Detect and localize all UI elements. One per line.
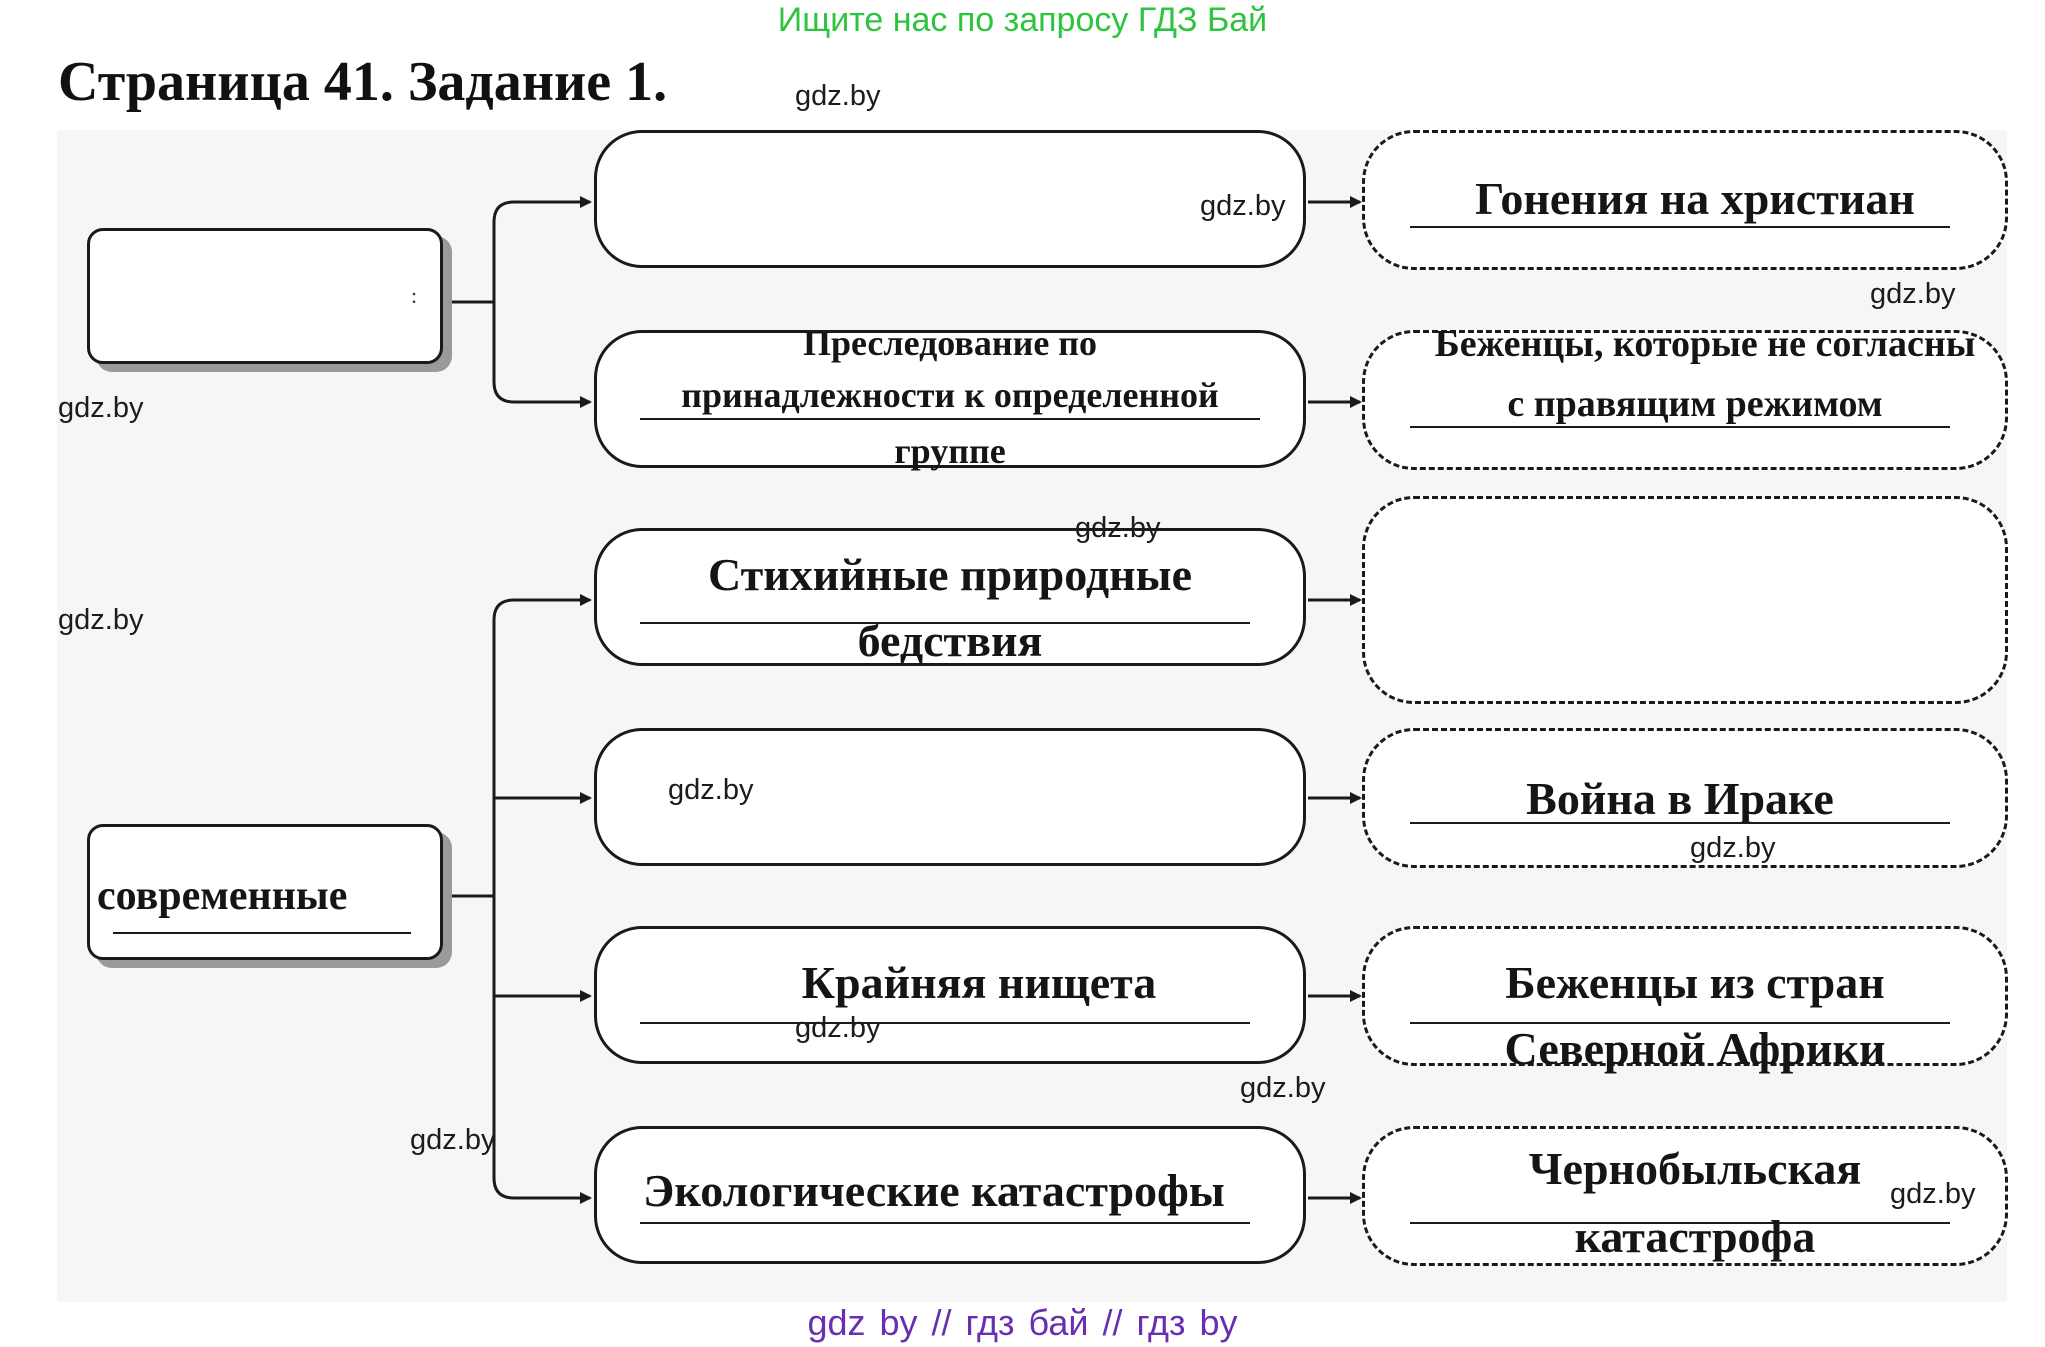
watermark: gdz.by bbox=[668, 774, 754, 806]
cause-box-4[interactable] bbox=[594, 728, 1306, 866]
example-text-2-line1: Беженцы, которые не согласны bbox=[1434, 323, 1976, 365]
source-box-top[interactable]: : bbox=[87, 228, 443, 364]
watermark: gdz.by bbox=[795, 80, 881, 112]
example-underline-5 bbox=[1410, 1022, 1950, 1024]
watermark: gdz.by bbox=[1890, 1178, 1976, 1210]
page-title: Страница 41. Задание 1. bbox=[58, 51, 668, 113]
cause-box-3[interactable] bbox=[594, 528, 1306, 666]
watermark: gdz.by bbox=[1200, 190, 1286, 222]
example-text-6-line1: Чернобыльская bbox=[1528, 1143, 1862, 1194]
cause-box-2[interactable] bbox=[594, 330, 1306, 468]
cause-underline-3 bbox=[640, 622, 1250, 624]
example-box-4[interactable] bbox=[1362, 728, 2008, 868]
example-text-4: Война в Ираке bbox=[1526, 773, 1834, 824]
cause-text-2-line3: группе bbox=[894, 431, 1006, 471]
watermark: gdz.by bbox=[1870, 278, 1956, 310]
watermark: gdz.by bbox=[1075, 512, 1161, 544]
example-text-2-line2: с правящим режимом bbox=[1507, 383, 1883, 425]
cause-box-5[interactable] bbox=[594, 926, 1306, 1064]
footer-links[interactable]: gdz by // гдз бай // гдз by bbox=[807, 1302, 1238, 1343]
watermark: gdz.by bbox=[58, 392, 144, 424]
example-box-6[interactable] bbox=[1362, 1126, 2008, 1266]
example-text-1: Гонения на христиан bbox=[1475, 173, 1915, 224]
cause-text-2-line1: Преследование по bbox=[802, 323, 1098, 363]
cause-underline-2 bbox=[640, 418, 1260, 420]
example-underline-1 bbox=[1410, 226, 1950, 228]
cause-text-6: Экологические катастрофы bbox=[643, 1165, 1225, 1216]
source-box-top-mark: : bbox=[411, 283, 418, 308]
cause-box-6[interactable] bbox=[594, 1126, 1306, 1264]
search-banner[interactable]: Ищите нас по запросу ГДЗ Бай bbox=[777, 1, 1268, 39]
cause-text-3-line2: бедствия bbox=[857, 615, 1043, 666]
cause-text-3-line1: Стихийные природные bbox=[707, 549, 1192, 600]
source-box-modern[interactable] bbox=[87, 824, 443, 960]
example-underline-6 bbox=[1410, 1222, 1950, 1224]
watermark: gdz.by bbox=[1690, 832, 1776, 864]
watermark: gdz.by bbox=[795, 1012, 881, 1044]
example-text-5-line1: Беженцы из стран bbox=[1505, 957, 1885, 1008]
example-box-1[interactable] bbox=[1362, 130, 2008, 270]
example-box-5[interactable] bbox=[1362, 926, 2008, 1066]
cause-text-2-line2: принадлежности к определенной bbox=[681, 375, 1219, 415]
example-box-3[interactable] bbox=[1362, 496, 2008, 704]
example-box-2[interactable] bbox=[1362, 330, 2008, 470]
watermark: gdz.by bbox=[58, 604, 144, 636]
cause-underline-5 bbox=[640, 1022, 1250, 1024]
cause-text-5: Крайняя нищета bbox=[801, 957, 1157, 1008]
example-text-6-line2: катастрофа bbox=[1574, 1211, 1816, 1262]
watermark: gdz.by bbox=[410, 1124, 496, 1156]
source-underline-modern bbox=[113, 932, 411, 934]
cause-box-1[interactable] bbox=[594, 130, 1306, 268]
cause-underline-6 bbox=[640, 1222, 1250, 1224]
example-underline-2 bbox=[1410, 426, 1950, 428]
source-label-modern: современные bbox=[97, 873, 348, 919]
example-underline-4 bbox=[1410, 822, 1950, 824]
watermark: gdz.by bbox=[1240, 1072, 1326, 1104]
example-text-5-line2: Северной Африки bbox=[1504, 1023, 1886, 1074]
